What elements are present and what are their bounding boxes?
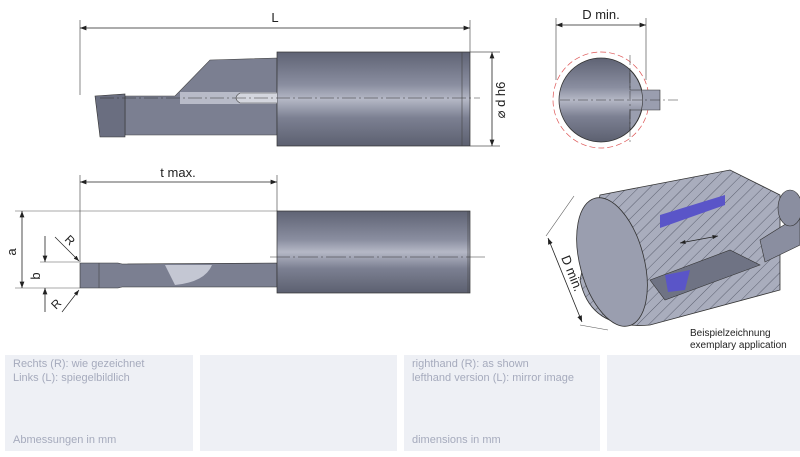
label-a: a <box>4 248 19 256</box>
info-panel-empty <box>200 355 397 451</box>
panel-line: lefthand version (L): mirror image <box>412 372 575 384</box>
panel-line: Rechts (R): wie gezeichnet <box>13 358 145 370</box>
label-L: L <box>271 10 278 25</box>
caption-de: Beispielzeichnung <box>690 328 771 339</box>
panel-footer: dimensions in mm <box>412 434 501 446</box>
label-R-bottom: R <box>48 296 64 312</box>
info-panel-en: righthand (R): as shown lefthand version… <box>404 355 600 451</box>
side-view: t max. a b R R <box>4 165 485 313</box>
panel-line: righthand (R): as shown <box>412 358 529 370</box>
end-view: D min. <box>552 7 680 149</box>
shank-side <box>276 210 471 294</box>
application-view: D min. Beispielzeichnung exemplary appli… <box>545 169 800 350</box>
label-t-max: t max. <box>160 165 195 180</box>
label-D-min-top: D min. <box>582 7 620 22</box>
panel-footer: Abmessungen in mm <box>13 434 117 446</box>
label-d-h6: ⌀ d h6 <box>493 82 508 119</box>
technical-drawing: L ⌀ d h6 D min. t max. a <box>4 7 800 350</box>
info-panel-empty <box>607 355 800 451</box>
info-panel-de: Rechts (R): wie gezeichnet Links (L): sp… <box>5 355 193 451</box>
shank-top <box>276 51 471 147</box>
panel-line: Links (L): spiegelbildlich <box>13 372 130 384</box>
top-view: L ⌀ d h6 <box>79 10 508 147</box>
label-b: b <box>28 272 43 279</box>
caption-en: exemplary application <box>690 340 787 350</box>
